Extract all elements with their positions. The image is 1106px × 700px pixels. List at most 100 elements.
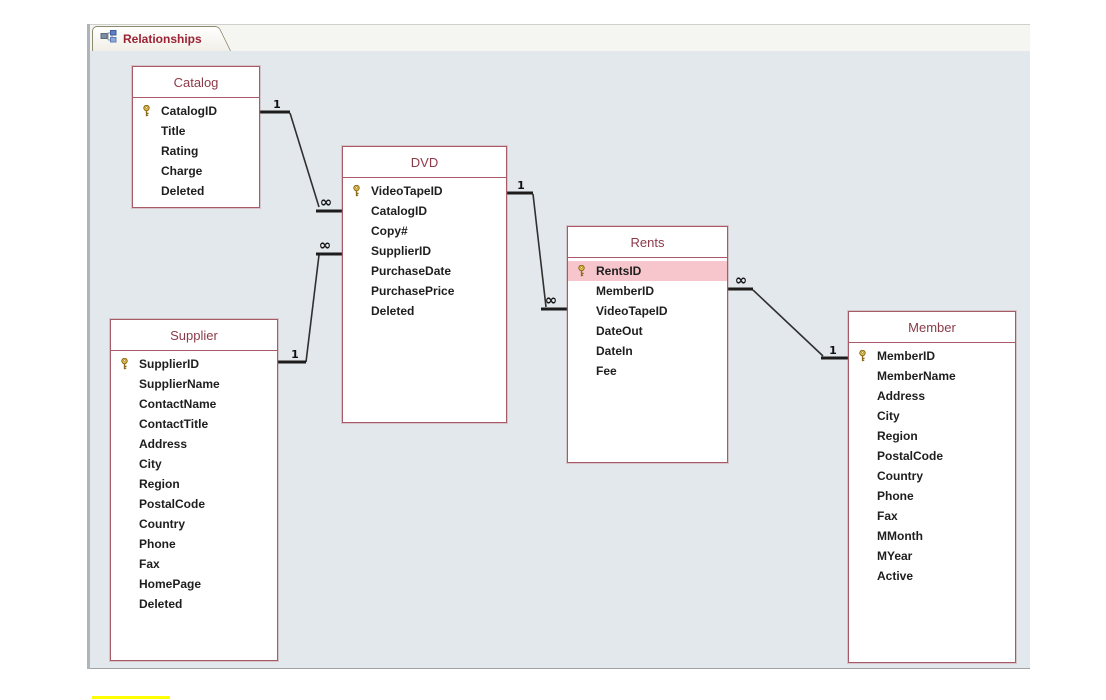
field-label: PurchasePrice	[371, 284, 455, 298]
field-datein[interactable]: DateIn	[568, 341, 727, 361]
field-city[interactable]: City	[111, 454, 277, 474]
field-label: HomePage	[139, 577, 202, 591]
tab-label: Relationships	[123, 32, 202, 46]
field-address[interactable]: Address	[849, 386, 1015, 406]
field-country[interactable]: Country	[849, 466, 1015, 486]
field-fax[interactable]: Fax	[849, 506, 1015, 526]
field-catalogid[interactable]: CatalogID	[133, 101, 259, 121]
field-purchaseprice[interactable]: PurchasePrice	[343, 281, 506, 301]
relationship-line[interactable]	[532, 193, 547, 308]
field-videotapeid[interactable]: VideoTapeID	[568, 301, 727, 321]
cardinality-label: ∞	[735, 271, 748, 289]
field-mmonth[interactable]: MMonth	[849, 526, 1015, 546]
field-label: Title	[161, 124, 186, 138]
field-label: RentsID	[596, 264, 642, 278]
field-contactname[interactable]: ContactName	[111, 394, 277, 414]
field-catalogid[interactable]: CatalogID	[343, 201, 506, 221]
table-title-member[interactable]: Member	[849, 312, 1015, 343]
field-copy[interactable]: Copy#	[343, 221, 506, 241]
field-suppliername[interactable]: SupplierName	[111, 374, 277, 394]
field-city[interactable]: City	[849, 406, 1015, 426]
field-label: Fee	[596, 364, 617, 378]
field-memberid[interactable]: MemberID	[568, 281, 727, 301]
table-title-catalog[interactable]: Catalog	[133, 67, 259, 98]
field-title[interactable]: Title	[133, 121, 259, 141]
field-label: Country	[139, 517, 185, 531]
field-videotapeid[interactable]: VideoTapeID	[343, 181, 506, 201]
relationship-rents-member[interactable]: ∞1	[724, 271, 848, 360]
table-title-dvd[interactable]: DVD	[343, 147, 506, 178]
cardinality-tick	[821, 356, 848, 360]
relationship-supplier-dvd[interactable]: 1∞	[277, 236, 342, 364]
relationship-line[interactable]	[305, 254, 320, 363]
field-label: ContactTitle	[139, 417, 209, 431]
field-label: CatalogID	[371, 204, 428, 218]
table-title-supplier[interactable]: Supplier	[111, 320, 277, 351]
field-deleted[interactable]: Deleted	[343, 301, 506, 321]
field-label: Fax	[139, 557, 160, 571]
field-fax[interactable]: Fax	[111, 554, 277, 574]
field-label: MYear	[877, 549, 913, 563]
relationship-line[interactable]	[289, 112, 320, 208]
field-country[interactable]: Country	[111, 514, 277, 534]
field-fee[interactable]: Fee	[568, 361, 727, 381]
primary-key-icon	[351, 184, 362, 197]
field-contacttitle[interactable]: ContactTitle	[111, 414, 277, 434]
field-supplierid[interactable]: SupplierID	[343, 241, 506, 261]
field-label: Phone	[877, 489, 914, 503]
field-supplierid[interactable]: SupplierID	[111, 354, 277, 374]
field-dateout[interactable]: DateOut	[568, 321, 727, 341]
field-rentsid[interactable]: RentsID	[568, 261, 727, 281]
primary-key-icon	[141, 104, 152, 117]
cardinality-label: 1	[291, 348, 299, 361]
relationship-line[interactable]	[752, 289, 824, 357]
field-homepage[interactable]: HomePage	[111, 574, 277, 594]
field-deleted[interactable]: Deleted	[111, 594, 277, 614]
cardinality-label: ∞	[320, 193, 333, 211]
field-label: DateIn	[596, 344, 633, 358]
field-label: Deleted	[371, 304, 415, 318]
field-membername[interactable]: MemberName	[849, 366, 1015, 386]
field-label: Region	[877, 429, 918, 443]
relationship-dvd-rents[interactable]: 1∞	[506, 179, 567, 311]
field-rating[interactable]: Rating	[133, 141, 259, 161]
field-deleted[interactable]: Deleted	[133, 181, 259, 201]
field-label: MMonth	[877, 529, 923, 543]
cardinality-label: 1	[829, 344, 837, 357]
cardinality-tick	[541, 307, 567, 311]
field-address[interactable]: Address	[111, 434, 277, 454]
field-purchasedate[interactable]: PurchaseDate	[343, 261, 506, 281]
field-label: SupplierName	[139, 377, 220, 391]
field-label: Address	[139, 437, 188, 451]
field-phone[interactable]: Phone	[849, 486, 1015, 506]
cardinality-label: 1	[517, 179, 525, 192]
field-active[interactable]: Active	[849, 566, 1015, 586]
field-phone[interactable]: Phone	[111, 534, 277, 554]
relationship-catalog-dvd[interactable]: 1∞	[259, 98, 342, 213]
field-charge[interactable]: Charge	[133, 161, 259, 181]
field-postalcode[interactable]: PostalCode	[111, 494, 277, 514]
field-myear[interactable]: MYear	[849, 546, 1015, 566]
field-region[interactable]: Region	[111, 474, 277, 494]
field-label: VideoTapeID	[371, 184, 443, 198]
table-title-rents[interactable]: Rents	[568, 227, 727, 258]
tab-relationships[interactable]: Relationships	[92, 26, 212, 51]
field-region[interactable]: Region	[849, 426, 1015, 446]
relationship-lines-layer: 1∞1∞1∞∞1	[259, 98, 848, 364]
cardinality-label: ∞	[319, 236, 332, 254]
field-memberid[interactable]: MemberID	[849, 346, 1015, 366]
field-label: MemberID	[596, 284, 655, 298]
field-label: Active	[877, 569, 914, 583]
primary-key-icon	[119, 357, 130, 370]
field-postalcode[interactable]: PostalCode	[849, 446, 1015, 466]
field-label: Fax	[877, 509, 898, 523]
